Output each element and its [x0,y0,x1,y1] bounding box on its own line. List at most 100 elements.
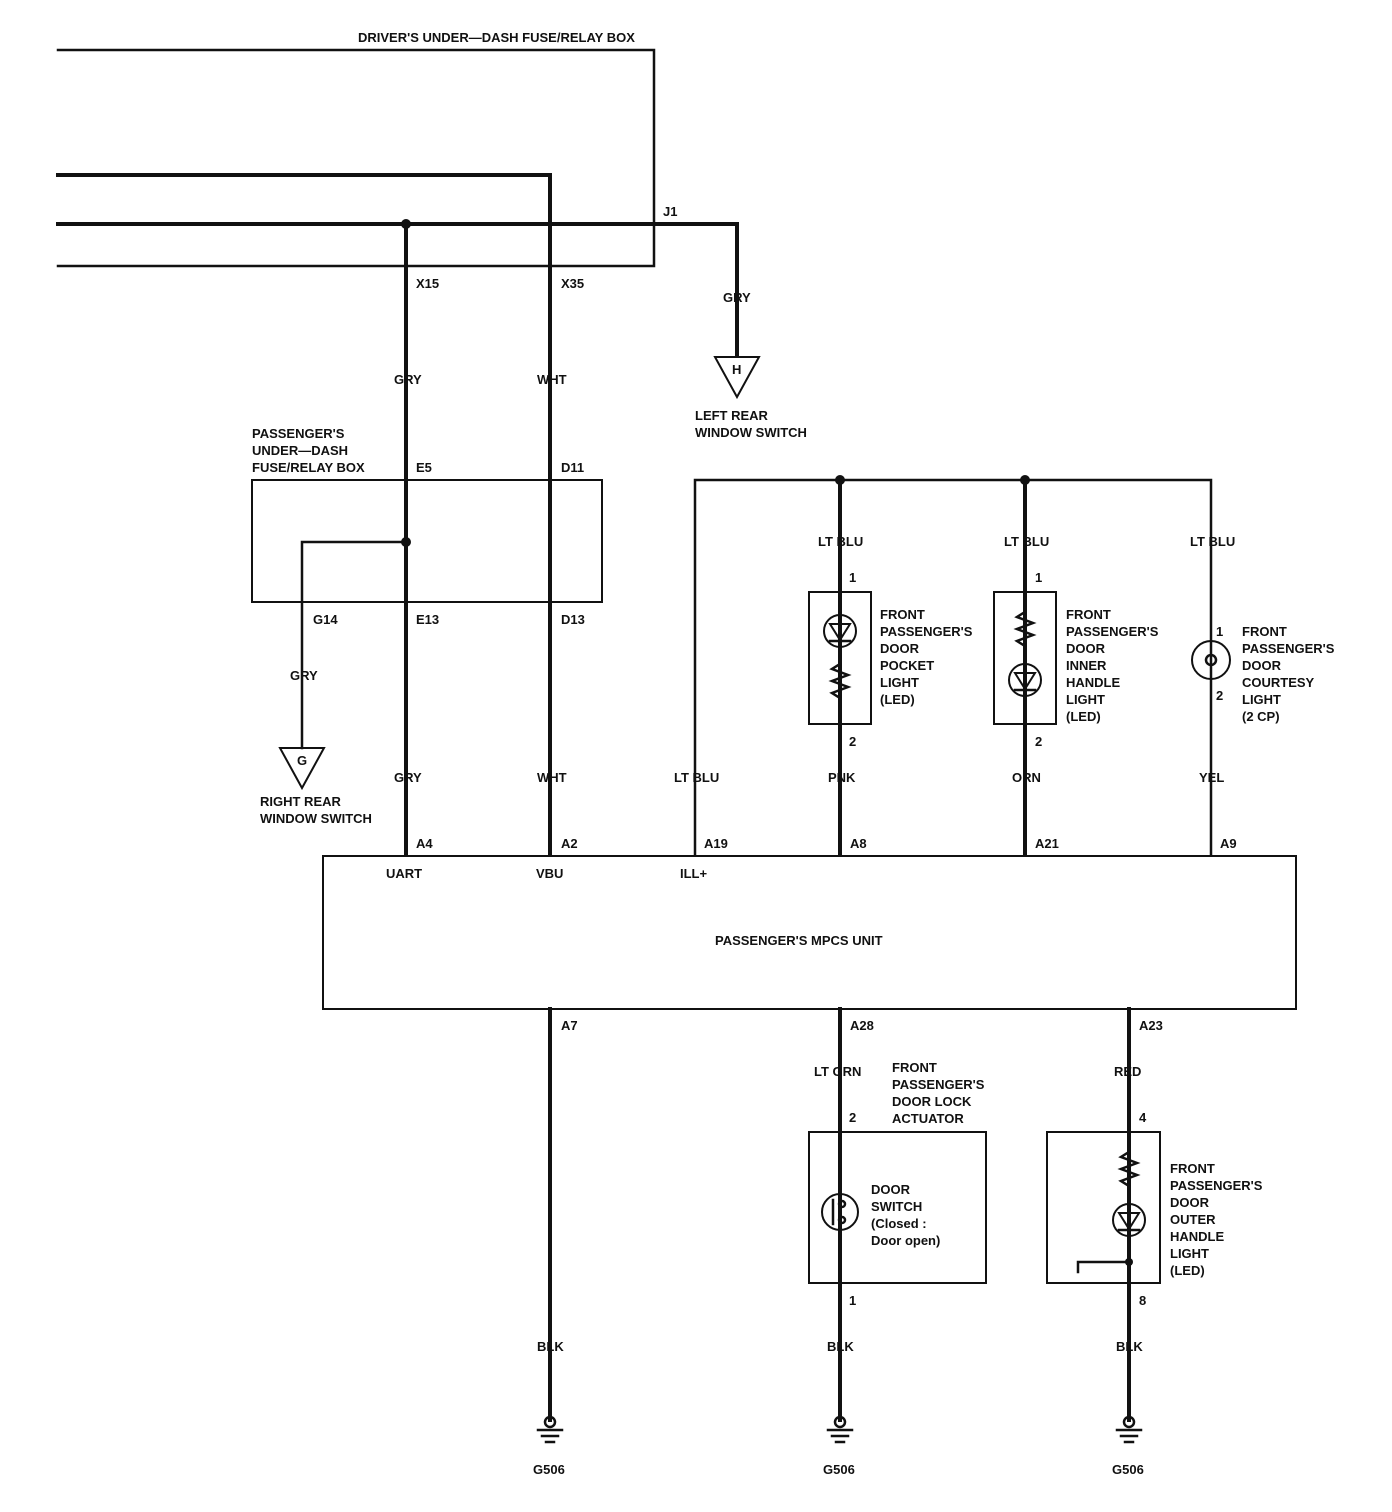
lock-label-3: DOOR LOCK [892,1094,972,1109]
outer-resistor-icon [1117,1150,1141,1188]
outer-label-3: DOOR [1170,1195,1210,1210]
x15-label: X15 [416,276,439,291]
lock-pin2-label: 2 [849,1110,856,1125]
j1-label: J1 [663,204,677,219]
pin2-pocket: 2 [849,734,856,749]
gry-lower-label: GRY [394,770,422,785]
outer-label-6: LIGHT [1170,1246,1209,1261]
inner-label-1: FRONT [1066,607,1111,622]
drivers-box-label: DRIVER'S UNDER—DASH FUSE/RELAY BOX [358,30,635,45]
outer-label-5: HANDLE [1170,1229,1224,1244]
inner-led-arrow [1013,672,1037,691]
left-rear-label-1: LEFT REAR [695,408,769,423]
inner-label-2: PASSENGER'S [1066,624,1159,639]
ground-icon-3 [1115,1415,1143,1444]
pin2-courtesy: 2 [1216,688,1223,703]
outer-label-7: (LED) [1170,1263,1205,1278]
connector-h-triangle [713,356,761,400]
a8-label: A8 [850,836,867,851]
door-lock-actuator-box [808,1131,987,1284]
lock-label-4: ACTUATOR [892,1111,964,1126]
inner-label-3: DOOR [1066,641,1106,656]
mpcs-unit-box [322,855,1297,1010]
splice-inner [1020,475,1030,485]
connector-h-label: H [732,362,741,377]
door-switch-label-4: Door open) [871,1233,940,1248]
pass-box-label-1: PASSENGER'S [252,426,345,441]
a19-label: A19 [704,836,728,851]
blk-2-label: BLK [827,1339,854,1354]
pocket-led-arrow [828,623,852,642]
inner-label-4: INNER [1066,658,1107,673]
a28-label: A28 [850,1018,874,1033]
door-switch-icon [821,1193,859,1231]
pass-box-label-2: UNDER—DASH [252,443,348,458]
connector-g-triangle [278,747,326,791]
a7-label: A7 [561,1018,578,1033]
wire-j1 [56,222,739,357]
courtesy-label-5: LIGHT [1242,692,1281,707]
outer-light-box [1046,1131,1161,1284]
inner-light-box [993,591,1057,725]
courtesy-filament [1204,653,1218,667]
pocket-label-6: (LED) [880,692,915,707]
outer-led-arrow [1117,1212,1141,1231]
pocket-light-box [808,591,872,725]
pin2-inner: 2 [1035,734,1042,749]
pocket-label-3: DOOR [880,641,920,656]
door-switch-contact-bottom [837,1215,847,1225]
courtesy-label-6: (2 CP) [1242,709,1280,724]
e5-label: E5 [416,460,432,475]
ltblu-2-label: LT BLU [1004,534,1049,549]
x35-label: X35 [561,276,584,291]
connector-g-label: G [297,753,307,768]
vbu-label: VBU [536,866,563,881]
right-rear-label-2: WINDOW SWITCH [260,811,372,826]
e13-label: E13 [416,612,439,627]
splice-outer [1125,1258,1133,1266]
pocket-label-2: PASSENGER'S [880,624,973,639]
a23-label: A23 [1139,1018,1163,1033]
ltblu-3-label: LT BLU [1190,534,1235,549]
g14-label: G14 [313,612,338,627]
pin1-courtesy: 1 [1216,624,1223,639]
right-rear-label-1: RIGHT REAR [260,794,342,809]
ltgrn-label: LT GRN [814,1064,861,1079]
inner-label-6: LIGHT [1066,692,1105,707]
inner-led-icon [1008,663,1042,697]
inner-label-7: (LED) [1066,709,1101,724]
wht-lower-label: WHT [537,770,567,785]
pocket-label-4: POCKET [880,658,934,673]
pin1-inner: 1 [1035,570,1042,585]
outer-ground-tap [1076,1260,1131,1274]
ltblu-bus [693,478,1213,857]
splice-x15 [401,219,411,229]
blk-1-label: BLK [537,1339,564,1354]
ltblu-a19-label: LT BLU [674,770,719,785]
outer-label-4: OUTER [1170,1212,1216,1227]
ground-icon-2 [826,1415,854,1444]
passenger-fuse-box [251,479,603,603]
outer-label-2: PASSENGER'S [1170,1178,1263,1193]
d11-label: D11 [561,460,584,475]
gry-g14-label: GRY [290,668,318,683]
a2-label: A2 [561,836,578,851]
wire-g14-branch [300,540,408,750]
pocket-label-5: LIGHT [880,675,919,690]
g506-2-label: G506 [823,1462,855,1477]
lock-label-1: FRONT [892,1060,937,1075]
ill-label: ILL+ [680,866,707,881]
outer-led-icon [1112,1203,1146,1237]
courtesy-bulb-icon [1191,640,1231,680]
pocket-resistor-icon [828,662,852,700]
gry-j1-label: GRY [723,290,751,305]
courtesy-label-2: PASSENGER'S [1242,641,1335,656]
d13-label: D13 [561,612,585,627]
orn-label: ORN [1012,770,1041,785]
door-switch-label-1: DOOR [871,1182,911,1197]
outer-label-1: FRONT [1170,1161,1215,1176]
pocket-label-1: FRONT [880,607,925,622]
a21-label: A21 [1035,836,1059,851]
ltblu-1-label: LT BLU [818,534,863,549]
